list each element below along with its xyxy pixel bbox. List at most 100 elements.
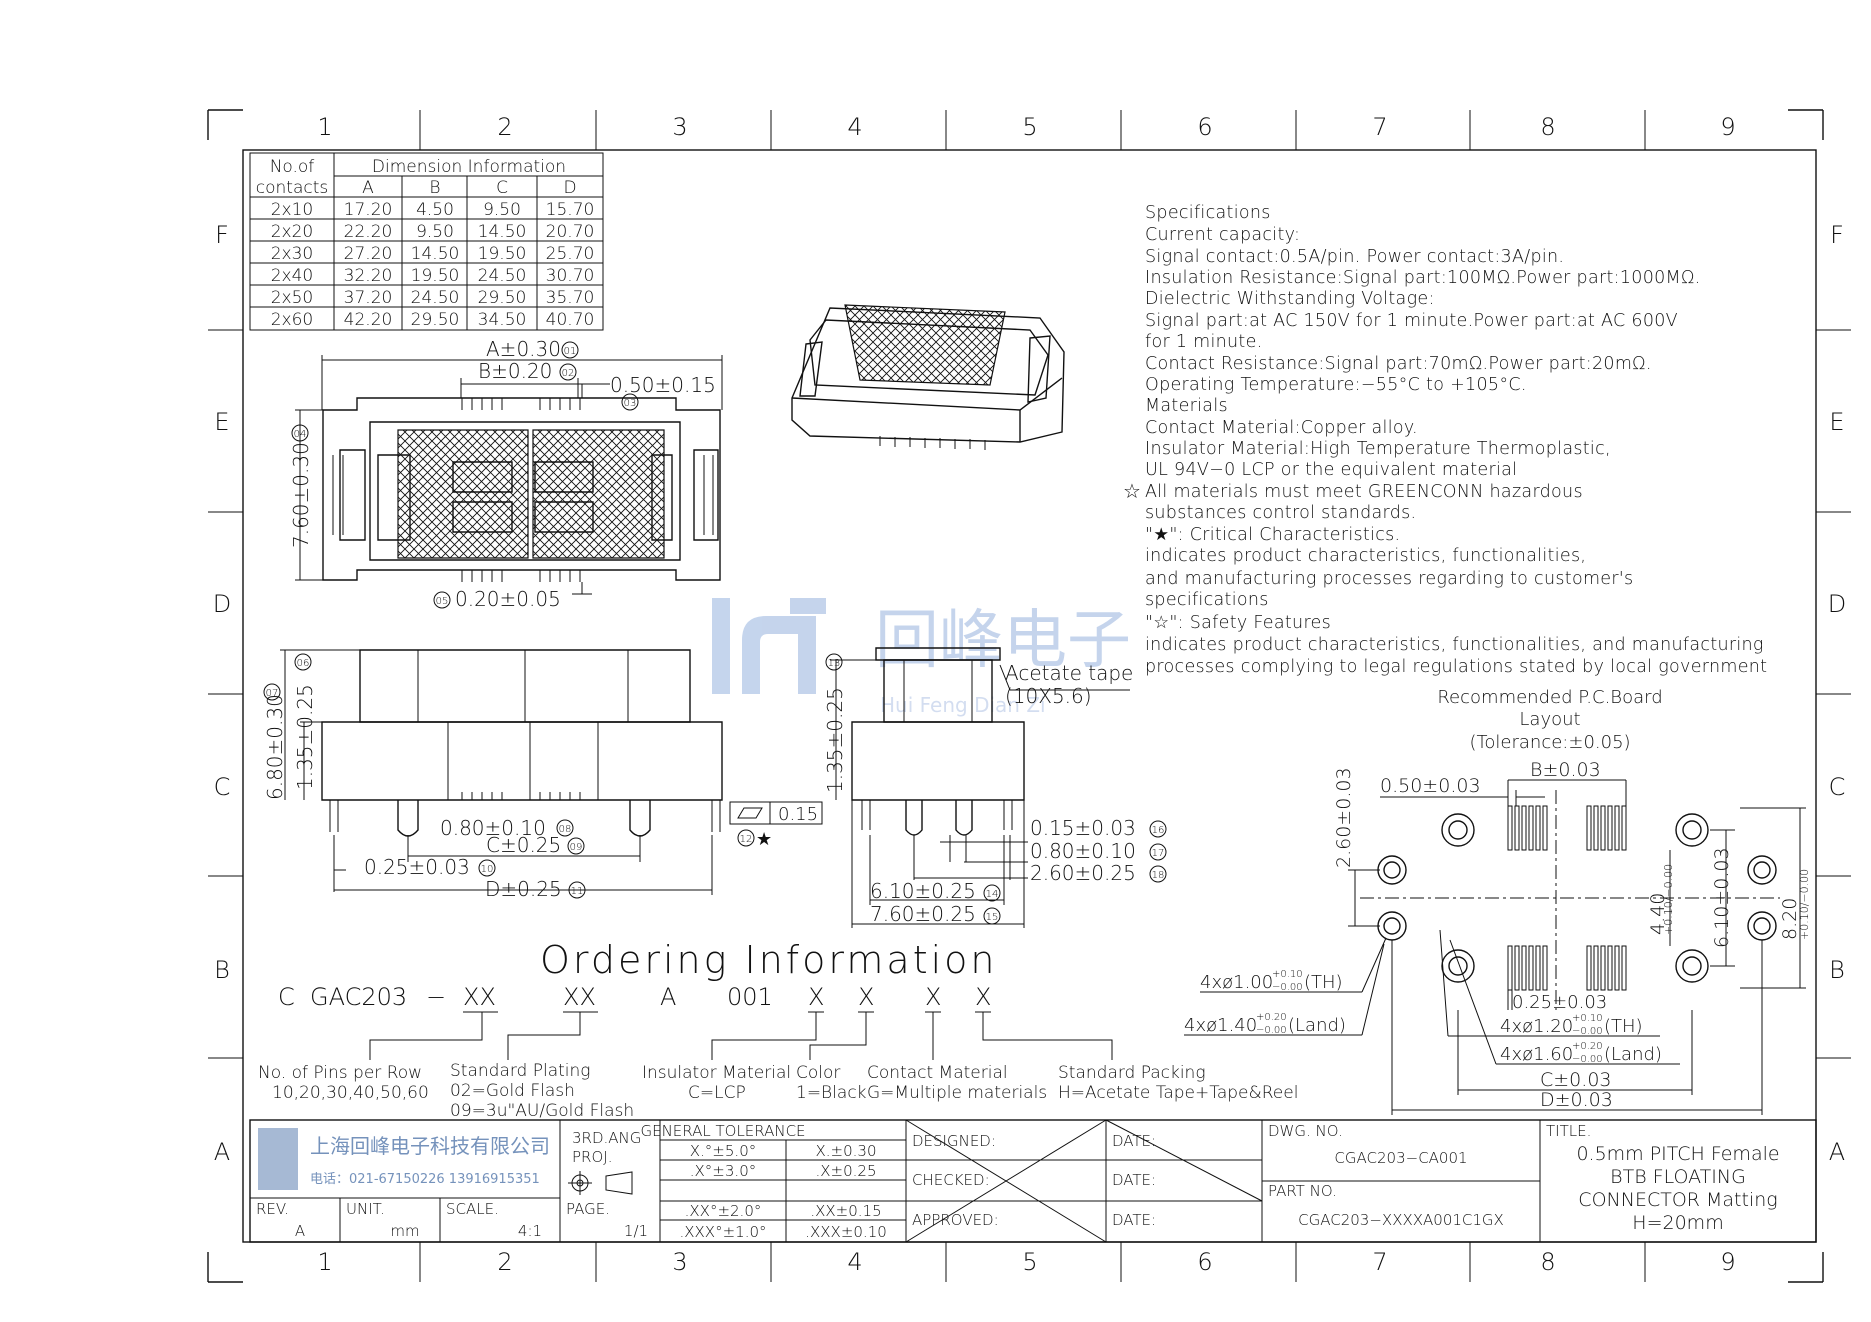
svg-text:30.70: 30.70 <box>546 266 595 286</box>
svg-text:2.60±0.03: 2.60±0.03 <box>1333 767 1355 868</box>
svg-text:10,20,30,40,50,60: 10,20,30,40,50,60 <box>272 1083 429 1103</box>
svg-text:−: − <box>426 983 446 1011</box>
svg-text:−0.00: −0.00 <box>1272 982 1303 993</box>
svg-text:3: 3 <box>672 1248 687 1276</box>
svg-text:.XX±0.15: .XX±0.15 <box>810 1202 881 1220</box>
svg-text:Dimension Information: Dimension Information <box>372 157 566 177</box>
grid-column-labels-bottom: 1 2 3 4 5 6 7 8 9 <box>317 1248 1735 1276</box>
grid-row-labels-right: F E D C B A <box>1828 221 1846 1166</box>
svg-text:and manufacturing processes re: and manufacturing processes regarding to… <box>1145 569 1633 589</box>
svg-text:15: 15 <box>986 912 999 923</box>
svg-text:14.50: 14.50 <box>411 244 460 264</box>
dimension-table: No.of contacts Dimension Information A B… <box>249 152 604 331</box>
svg-text:2x20: 2x20 <box>271 222 314 242</box>
company-name: 上海回峰电子科技有限公司 <box>310 1134 550 1158</box>
watermark-cn: 回峰电子 <box>875 604 1131 678</box>
svg-text:+0.20: +0.20 <box>1256 1012 1287 1023</box>
svg-text:17: 17 <box>1152 848 1165 859</box>
svg-text:05: 05 <box>436 596 449 607</box>
svg-text:0.20±0.05: 0.20±0.05 <box>455 587 561 611</box>
svg-text:C: C <box>278 983 295 1011</box>
svg-text:DATE:: DATE: <box>1112 1132 1156 1150</box>
svg-text:BTB FLOATING: BTB FLOATING <box>1610 1166 1746 1188</box>
svg-text:F: F <box>215 221 229 249</box>
svg-text:9: 9 <box>1720 113 1735 141</box>
svg-text:B: B <box>429 178 440 198</box>
svg-text:6: 6 <box>1197 113 1212 141</box>
svg-text:X: X <box>925 983 941 1011</box>
svg-text:DATE:: DATE: <box>1112 1171 1156 1189</box>
ordering-information: Ordering Information C GAC203 − XX XX A … <box>258 938 1298 1121</box>
svg-text:Insulator Material: Insulator Material <box>642 1063 791 1083</box>
svg-text:0.25±0.03: 0.25±0.03 <box>364 855 470 879</box>
svg-text:XX: XX <box>563 983 596 1011</box>
svg-text:02: 02 <box>562 368 575 379</box>
svg-text:9: 9 <box>1720 1248 1735 1276</box>
svg-text:11: 11 <box>571 886 584 897</box>
svg-text:(10X5.6): (10X5.6) <box>1005 684 1092 708</box>
svg-text:substances control standards.: substances control standards. <box>1145 503 1416 523</box>
svg-text:UL 94V−0 LCP or the equivalent: UL 94V−0 LCP or the equivalent material <box>1145 460 1517 480</box>
svg-text:5: 5 <box>1022 113 1037 141</box>
svg-text:X.°±5.0°: X.°±5.0° <box>690 1142 756 1160</box>
svg-text:TITLE.: TITLE. <box>1546 1122 1591 1140</box>
svg-text:contacts: contacts <box>256 178 328 198</box>
svg-text:8: 8 <box>1540 1248 1555 1276</box>
svg-text:GENERAL TOLERANCE: GENERAL TOLERANCE <box>640 1122 805 1140</box>
svg-text:4.50: 4.50 <box>416 200 454 220</box>
svg-text:−0.00: −0.00 <box>1256 1025 1287 1036</box>
svg-text:PAGE.: PAGE. <box>566 1200 610 1218</box>
svg-text:7: 7 <box>1372 113 1387 141</box>
svg-text:X: X <box>858 983 874 1011</box>
svg-text:C=LCP: C=LCP <box>688 1083 746 1103</box>
svg-text:Dielectric Withstanding Voltag: Dielectric Withstanding Voltage: <box>1145 289 1435 309</box>
svg-text:22.20: 22.20 <box>344 222 393 242</box>
svg-text:+0.20: +0.20 <box>1572 1041 1603 1052</box>
svg-text:Standard Packing: Standard Packing <box>1058 1063 1206 1083</box>
svg-text:.XX°±2.0°: .XX°±2.0° <box>685 1202 762 1220</box>
company-phone: 电话：021-67150226 13916915351 <box>310 1172 540 1187</box>
svg-text:4xø1.20: 4xø1.20 <box>1500 1016 1573 1037</box>
svg-text:D: D <box>563 178 576 198</box>
svg-text:6: 6 <box>1197 1248 1212 1276</box>
svg-text:(Tolerance:±0.05): (Tolerance:±0.05) <box>1469 732 1630 753</box>
svg-text:2.60±0.25: 2.60±0.25 <box>1030 861 1136 885</box>
svg-text:34.50: 34.50 <box>478 310 527 330</box>
svg-text:Contact Material:Copper alloy.: Contact Material:Copper alloy. <box>1145 418 1418 438</box>
svg-text:B: B <box>1829 956 1845 984</box>
svg-text:Signal part:at AC 150V for 1 m: Signal part:at AC 150V for 1 minute.Powe… <box>1145 311 1678 331</box>
acetate-tape-label: Acetate tape <box>1005 661 1133 685</box>
svg-text:CONNECTOR Matting: CONNECTOR Matting <box>1578 1189 1777 1211</box>
svg-text:E: E <box>214 408 229 436</box>
svg-text:Insulator Material:High Temper: Insulator Material:High Temperature Ther… <box>1145 439 1611 459</box>
svg-text:D±0.25: D±0.25 <box>485 877 562 901</box>
svg-text:C±0.25: C±0.25 <box>486 833 561 857</box>
grid-row-labels-left: F E D C B A <box>213 221 231 1166</box>
svg-text:Operating Temperature:−55°C to: Operating Temperature:−55°C to +105°C. <box>1145 375 1527 395</box>
svg-text:8: 8 <box>1540 113 1555 141</box>
svg-text:0.25±0.03: 0.25±0.03 <box>1512 992 1607 1013</box>
svg-text:processes complying to legal r: processes complying to legal regulations… <box>1145 657 1767 677</box>
watermark: 回峰电子 Hui Feng Dian Zi <box>712 598 1131 717</box>
svg-text:19.50: 19.50 <box>411 266 460 286</box>
svg-text:2x30: 2x30 <box>271 244 314 264</box>
isometric-connector-view <box>791 304 1065 450</box>
svg-text:+0.10: +0.10 <box>1572 1013 1603 1024</box>
svg-text:03: 03 <box>624 398 637 409</box>
ordering-title: Ordering Information <box>540 938 997 982</box>
svg-text:Materials: Materials <box>1145 396 1228 416</box>
svg-text:24.50: 24.50 <box>411 288 460 308</box>
svg-text:16: 16 <box>1152 825 1165 836</box>
svg-text:6.10±0.25: 6.10±0.25 <box>870 879 976 903</box>
svg-text:08: 08 <box>559 824 572 835</box>
grid-column-labels-top: 1 2 3 4 5 6 7 8 9 <box>317 113 1735 141</box>
svg-text:(TH): (TH) <box>1304 972 1343 993</box>
svg-text:No. of Pins per Row: No. of Pins per Row <box>258 1063 422 1083</box>
svg-text:0.50±0.15: 0.50±0.15 <box>610 373 716 397</box>
svg-text:CGAC203−XXXXA001C1GX: CGAC203−XXXXA001C1GX <box>1298 1211 1504 1229</box>
svg-text:for 1 minute.: for 1 minute. <box>1145 332 1263 352</box>
svg-text:XX: XX <box>463 983 496 1011</box>
svg-text:APPROVED:: APPROVED: <box>912 1211 999 1229</box>
svg-text:D: D <box>213 590 231 618</box>
